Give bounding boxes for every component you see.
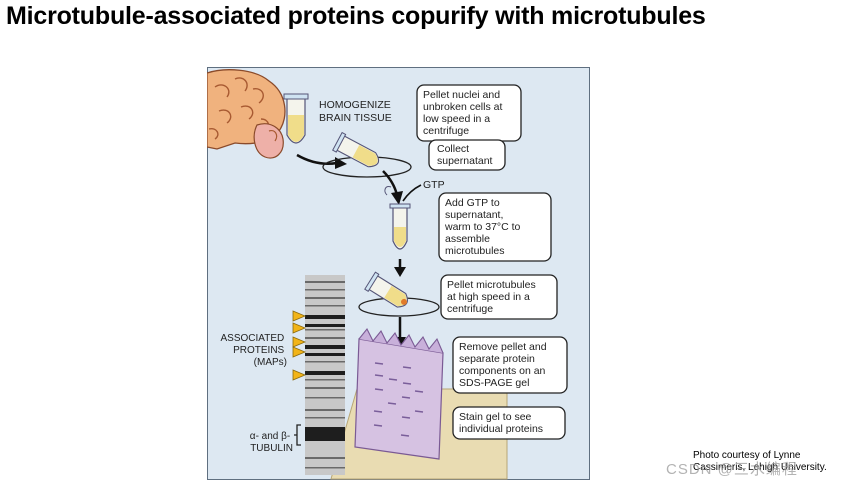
homogenate-tube-icon <box>283 93 309 144</box>
photo-credit: Photo courtesy of Lynne Cassimeris, Lehi… <box>693 450 827 473</box>
step-box-pellet-microtubules: Pellet microtubules at high speed in a c… <box>447 279 539 315</box>
page-title: Microtubule-associated proteins copurify… <box>6 2 706 30</box>
watermark: CSDN @三水编程 <box>666 461 798 478</box>
step-box-pellet-nuclei: Pellet nuclei and unbroken cells at low … <box>423 89 505 137</box>
brain-icon <box>207 69 286 159</box>
homogenize-label: HOMOGENIZE BRAIN TISSUE <box>319 99 394 124</box>
centrifuge-tube-icon <box>322 131 412 178</box>
step-box-add-gtp: Add GTP to supernatant, warm to 37°C to … <box>444 197 523 257</box>
purification-diagram: HOMOGENIZE BRAIN TISSUE Pellet nuclei an… <box>207 67 590 480</box>
high-speed-centrifuge-icon <box>358 271 440 317</box>
sds-page-gel-icon <box>354 327 444 460</box>
step-box-stain-gel: Stain gel to see individual proteins <box>459 411 543 435</box>
map-arrowheads <box>292 310 307 381</box>
gtp-label: GTP <box>423 179 445 191</box>
tubulin-bracket <box>294 424 301 446</box>
step-box-sds-page: Remove pellet and separate protein compo… <box>459 341 549 389</box>
maps-label: ASSOCIATED PROTEINS (MAPs) <box>221 333 288 368</box>
step-box-collect-supernatant: Collect supernatant <box>437 143 493 167</box>
gel-photo-lane <box>305 275 345 475</box>
tubulin-label: α- and β- TUBULIN <box>250 431 293 454</box>
supernatant-tube-icon <box>384 186 411 250</box>
